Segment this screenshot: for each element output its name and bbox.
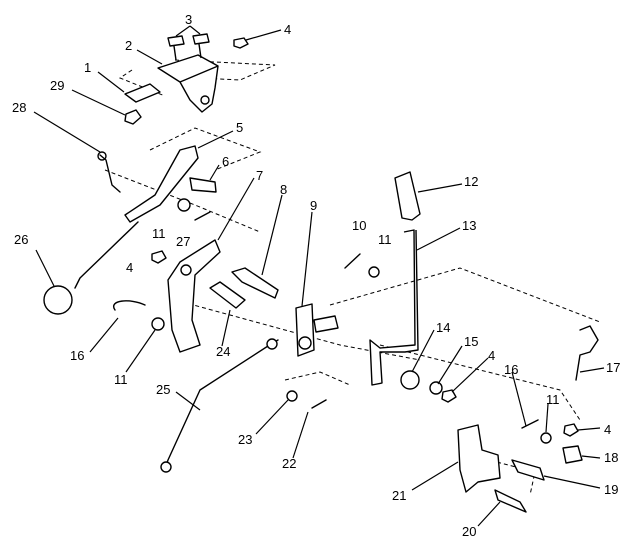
callout-9: 9: [310, 198, 317, 213]
part-5-lever: [124, 145, 199, 223]
callout-19: 19: [604, 482, 618, 497]
callout-25: 25: [156, 382, 170, 397]
part-7-arm: [167, 239, 221, 353]
part-1-clip: [124, 83, 161, 103]
callout-22: 22: [282, 456, 296, 471]
callout-4b: 4: [126, 260, 133, 275]
callout-27: 27: [176, 234, 190, 249]
callout-26: 26: [14, 232, 28, 247]
assembly-lines: [104, 59, 601, 496]
callout-10: 10: [352, 218, 366, 233]
callout-2: 2: [125, 38, 132, 53]
part-14-bushing: [400, 370, 420, 390]
callout-8: 8: [280, 182, 287, 197]
callout-20: 20: [462, 524, 476, 539]
part-6-bolt: [189, 177, 217, 193]
part-24-pin: [209, 281, 246, 309]
part-4-nut-top: [233, 37, 249, 49]
callout-1: 1: [84, 60, 91, 75]
rod-25-end-b: [160, 461, 172, 473]
rod-end: [97, 151, 107, 161]
callout-12: 12: [464, 174, 478, 189]
callout-11a: 11: [152, 226, 166, 241]
callout-17: 17: [606, 360, 620, 375]
part-11-washer-a: [177, 198, 191, 212]
part-13-lever: [369, 229, 419, 386]
part-8-bolt: [231, 267, 279, 299]
callout-11c: 11: [114, 372, 128, 387]
callout-4d: 4: [604, 422, 611, 437]
part-19-bolt: [511, 459, 545, 481]
part-26-rod: [74, 221, 139, 289]
part-10-pin: [344, 253, 361, 269]
leader-lines: [33, 25, 605, 527]
part-2-bracket: [157, 54, 219, 113]
part-26-knob: [43, 285, 73, 315]
rod-25-end: [266, 338, 278, 350]
part-4-nut-d: [563, 423, 579, 437]
callout-4a: 4: [284, 22, 291, 37]
part-15-washer: [429, 381, 443, 395]
callout-28: 28: [12, 100, 26, 115]
bracket-hole: [200, 95, 210, 105]
callout-3: 3: [185, 12, 192, 27]
part-18-swivel: [562, 445, 583, 464]
callout-16b: 16: [504, 362, 518, 377]
callout-11d: 11: [546, 392, 560, 407]
part-11-washer-d: [540, 432, 552, 444]
part-17-rod: [575, 325, 599, 381]
callout-4c: 4: [488, 348, 495, 363]
part-22-clip: [311, 399, 327, 409]
part-16-clip-b: [521, 419, 539, 429]
part-28-rod: [99, 154, 121, 193]
callout-16a: 16: [70, 348, 84, 363]
callout-labels: 1 2 3 4 29 28 5 6 7 8 9 12 11 27 10 11 1…: [12, 12, 620, 539]
part-11-washer-c: [368, 266, 380, 278]
callout-21: 21: [392, 488, 406, 503]
callout-6: 6: [222, 154, 229, 169]
callout-15: 15: [464, 334, 478, 349]
part-21-bracket: [457, 424, 501, 493]
callout-14: 14: [436, 320, 450, 335]
callout-24: 24: [216, 344, 230, 359]
part-3-bolt-a: [167, 35, 185, 61]
part-25-rod: [164, 339, 279, 469]
part-4-nut-c: [441, 389, 457, 403]
part-4-nut-b: [151, 250, 167, 264]
callout-5: 5: [236, 120, 243, 135]
plate-tab: [313, 315, 339, 333]
arm-hole: [180, 264, 192, 276]
callout-18: 18: [604, 450, 618, 465]
callout-11b: 11: [378, 232, 392, 247]
part-12-handle: [394, 171, 421, 221]
callout-13: 13: [462, 218, 476, 233]
part-20-bolt: [494, 489, 527, 513]
part-23-washer: [286, 390, 298, 402]
part-16-clip-a: [112, 300, 146, 311]
part-3-bolt-b: [192, 33, 210, 59]
callout-23: 23: [238, 432, 252, 447]
plate-boss: [298, 336, 312, 350]
callout-7: 7: [256, 168, 263, 183]
part-27-pin: [194, 211, 211, 221]
callout-29: 29: [50, 78, 64, 93]
part-29-nut: [124, 109, 142, 125]
part-11-washer-b: [151, 317, 165, 331]
